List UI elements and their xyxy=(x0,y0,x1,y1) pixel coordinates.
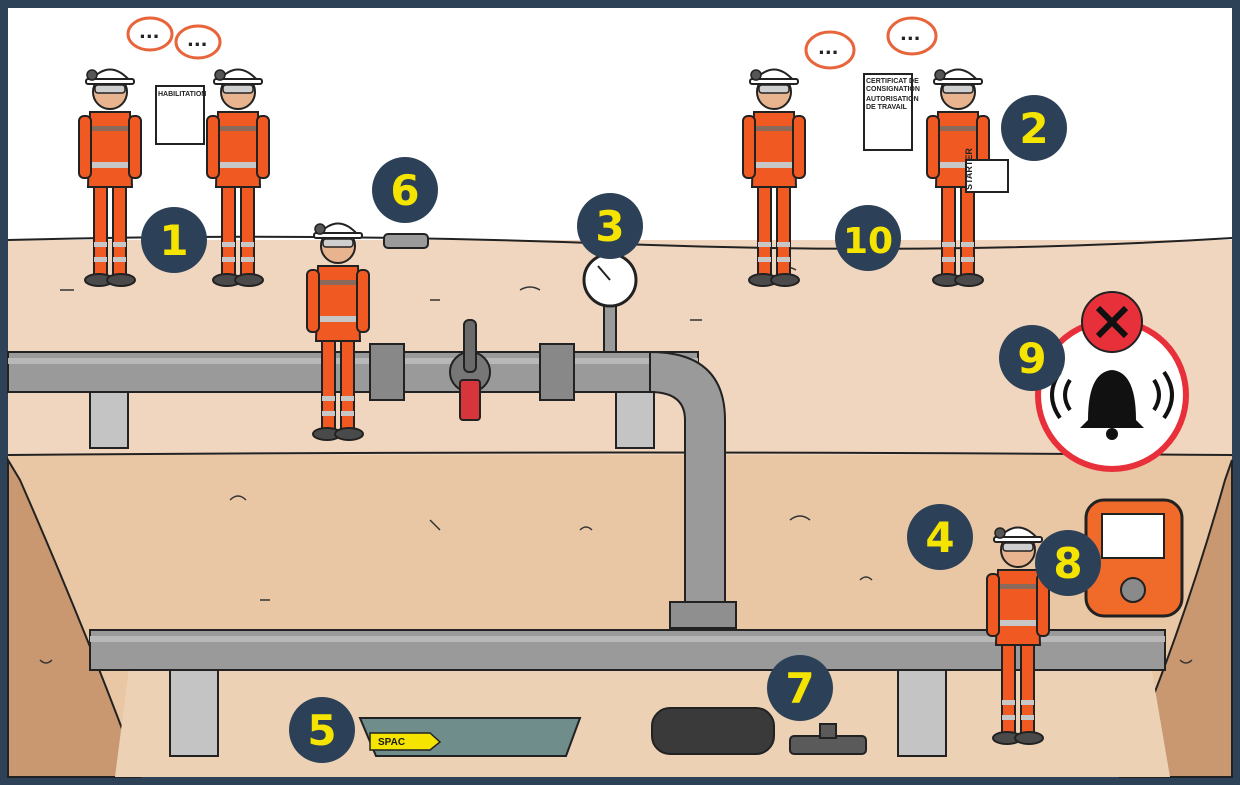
svg-text:CONSIGNATION: CONSIGNATION xyxy=(866,86,920,93)
badge-9: 9 xyxy=(999,325,1065,391)
badge-10: 10 xyxy=(835,205,901,271)
svg-text:...: ... xyxy=(139,22,160,43)
locked-valve xyxy=(449,319,491,421)
document-starter: STARTER xyxy=(964,148,1009,193)
badge-6: 6 xyxy=(372,157,438,223)
speech-bubble-3 xyxy=(804,30,856,70)
badge-3: 3 xyxy=(577,193,643,259)
alarm-bubble xyxy=(1035,291,1189,472)
spill-kit: SPAC xyxy=(358,717,582,757)
svg-text:CERTIFICAT DE: CERTIFICAT DE xyxy=(866,78,919,85)
svg-text:HABILITATION: HABILITATION xyxy=(158,91,206,98)
svg-text:7: 7 xyxy=(785,664,814,713)
speech-bubble-1 xyxy=(126,16,174,52)
speech-bubble-4 xyxy=(886,16,938,56)
svg-text:AUTORISATION: AUTORISATION xyxy=(866,96,919,103)
speech-bubble-2 xyxy=(174,24,222,60)
svg-text:6: 6 xyxy=(390,166,419,215)
badge-8: 8 xyxy=(1035,530,1101,596)
badge-1: 1 xyxy=(141,207,207,273)
document-certificat: CERTIFICAT DE CONSIGNATION AUTORISATION … xyxy=(863,73,920,151)
lower-pipeline xyxy=(89,629,1166,757)
svg-text:DE TRAVAIL: DE TRAVAIL xyxy=(866,104,908,111)
svg-text:...: ... xyxy=(187,30,208,51)
svg-text:STARTER: STARTER xyxy=(964,148,974,190)
document-habilitation: HABILITATION xyxy=(155,85,206,145)
underground-tank xyxy=(651,707,867,755)
padlock-icon xyxy=(459,379,481,421)
svg-text:4: 4 xyxy=(925,513,954,562)
x-icon xyxy=(1095,305,1129,339)
svg-text:9: 9 xyxy=(1017,334,1046,383)
svg-text:...: ... xyxy=(900,24,921,45)
svg-text:3: 3 xyxy=(595,202,624,251)
svg-text:10: 10 xyxy=(843,221,893,262)
badge-7: 7 xyxy=(767,655,833,721)
spill-kit-label: SPAC xyxy=(378,737,405,748)
svg-text:1: 1 xyxy=(159,216,188,265)
svg-text:2: 2 xyxy=(1019,104,1048,153)
svg-text:5: 5 xyxy=(307,706,336,755)
svg-text:8: 8 xyxy=(1053,539,1082,588)
bell-icon xyxy=(1080,370,1144,428)
badge-2: 2 xyxy=(1001,95,1067,161)
drill-tool xyxy=(383,233,429,249)
pressure-gauge-icon xyxy=(582,252,638,353)
badge-5: 5 xyxy=(289,697,355,763)
svg-text:...: ... xyxy=(818,38,839,59)
badge-4: 4 xyxy=(907,504,973,570)
